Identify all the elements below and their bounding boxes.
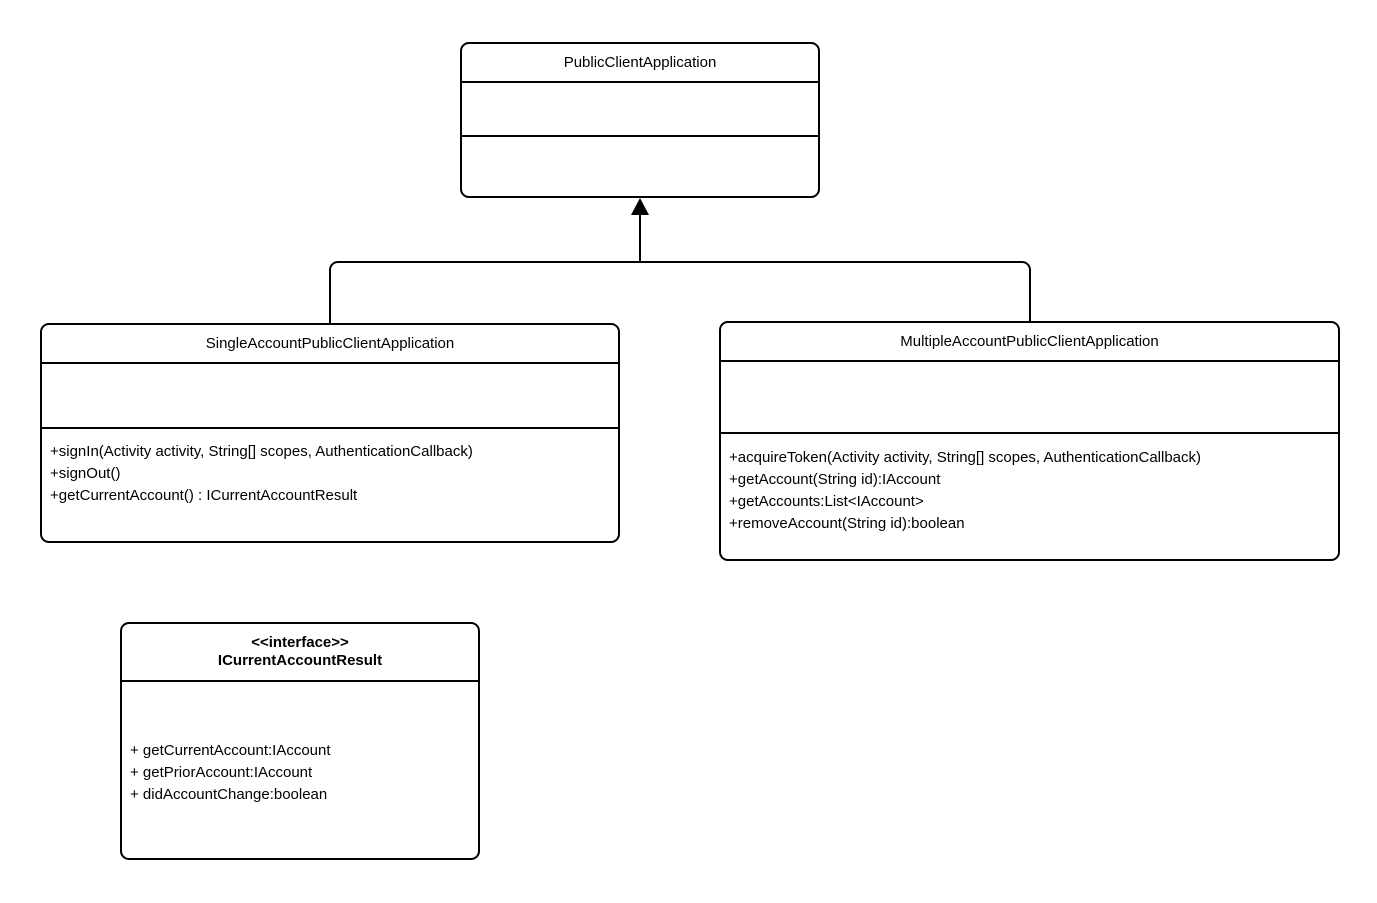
interface-name-label: ICurrentAccountResult	[217, 652, 383, 669]
operation-item: +getAccount(String id):IAccount	[729, 471, 941, 488]
operation-item: + getPriorAccount:IAccount	[130, 764, 313, 781]
interface-operations-icurrentaccountresult: + getCurrentAccount:IAccount + getPriorA…	[122, 682, 478, 858]
interface-stereotype-label: <<interface>>	[251, 634, 349, 651]
class-operations-single-account-public-client-application: +signIn(Activity activity, String[] scop…	[42, 429, 618, 541]
generalization-stem-line	[639, 213, 641, 262]
class-operations-multiple-account-public-client-application: +acquireToken(Activity activity, String[…	[721, 434, 1338, 559]
class-operations-public-client-application	[462, 137, 818, 196]
class-box-multiple-account-public-client-application[interactable]: MultipleAccountPublicClientApplication +…	[719, 321, 1340, 561]
interface-title-icurrentaccountresult: <<interface>> ICurrentAccountResult	[122, 624, 478, 682]
interface-box-icurrentaccountresult[interactable]: <<interface>> ICurrentAccountResult + ge…	[120, 622, 480, 860]
operation-item: +acquireToken(Activity activity, String[…	[729, 449, 1202, 466]
class-title-multiple-account-public-client-application: MultipleAccountPublicClientApplication	[721, 323, 1338, 362]
operation-item: +getAccounts:List<IAccount>	[729, 493, 924, 510]
class-title-single-account-public-client-application: SingleAccountPublicClientApplication	[42, 325, 618, 364]
operation-item: +signOut()	[50, 465, 121, 482]
class-title-public-client-application: PublicClientApplication	[462, 44, 818, 83]
class-attributes-public-client-application	[462, 83, 818, 137]
class-attributes-single-account-public-client-application	[42, 364, 618, 429]
class-box-public-client-application[interactable]: PublicClientApplication	[460, 42, 820, 198]
operation-item: +signIn(Activity activity, String[] scop…	[50, 443, 473, 460]
class-attributes-multiple-account-public-client-application	[721, 362, 1338, 434]
generalization-branch-bar	[329, 261, 1031, 323]
operation-item: +removeAccount(String id):boolean	[729, 515, 965, 532]
operation-item: + didAccountChange:boolean	[130, 786, 328, 803]
generalization-arrowhead-icon	[631, 198, 649, 215]
operation-item: + getCurrentAccount:IAccount	[130, 742, 331, 759]
class-box-single-account-public-client-application[interactable]: SingleAccountPublicClientApplication +si…	[40, 323, 620, 543]
operation-item: +getCurrentAccount() : ICurrentAccountRe…	[50, 487, 358, 504]
